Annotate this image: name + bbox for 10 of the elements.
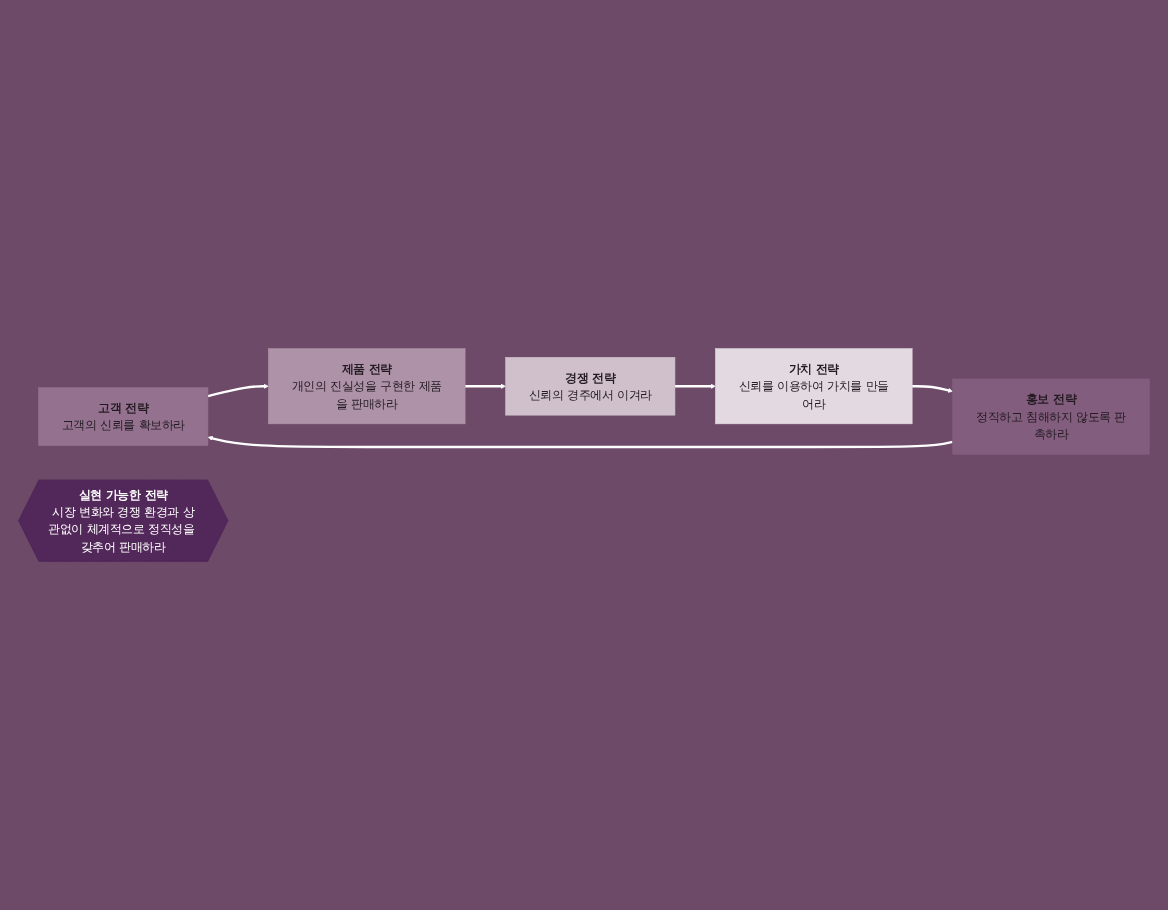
node-box: 홍보 전략 정직하고 침해하지 않도록 판촉하라 [952,378,1150,455]
arrow [207,383,269,398]
arrow [465,383,506,389]
node-box: 가치 전략 신뢰를 이용하여 가치를 만들어라 [715,348,913,425]
arrow [912,385,953,393]
arrow [207,435,953,449]
node-box: 고객 전략 고객의 신뢰를 확보하라 [38,387,209,446]
arrow [674,383,716,389]
node-box: 경쟁 전략 신뢰의 경주에서 이겨라 [505,357,676,416]
node-box: 제품 전략 개인의 진실성을 구현한 제품을 판매하라 [268,348,466,425]
